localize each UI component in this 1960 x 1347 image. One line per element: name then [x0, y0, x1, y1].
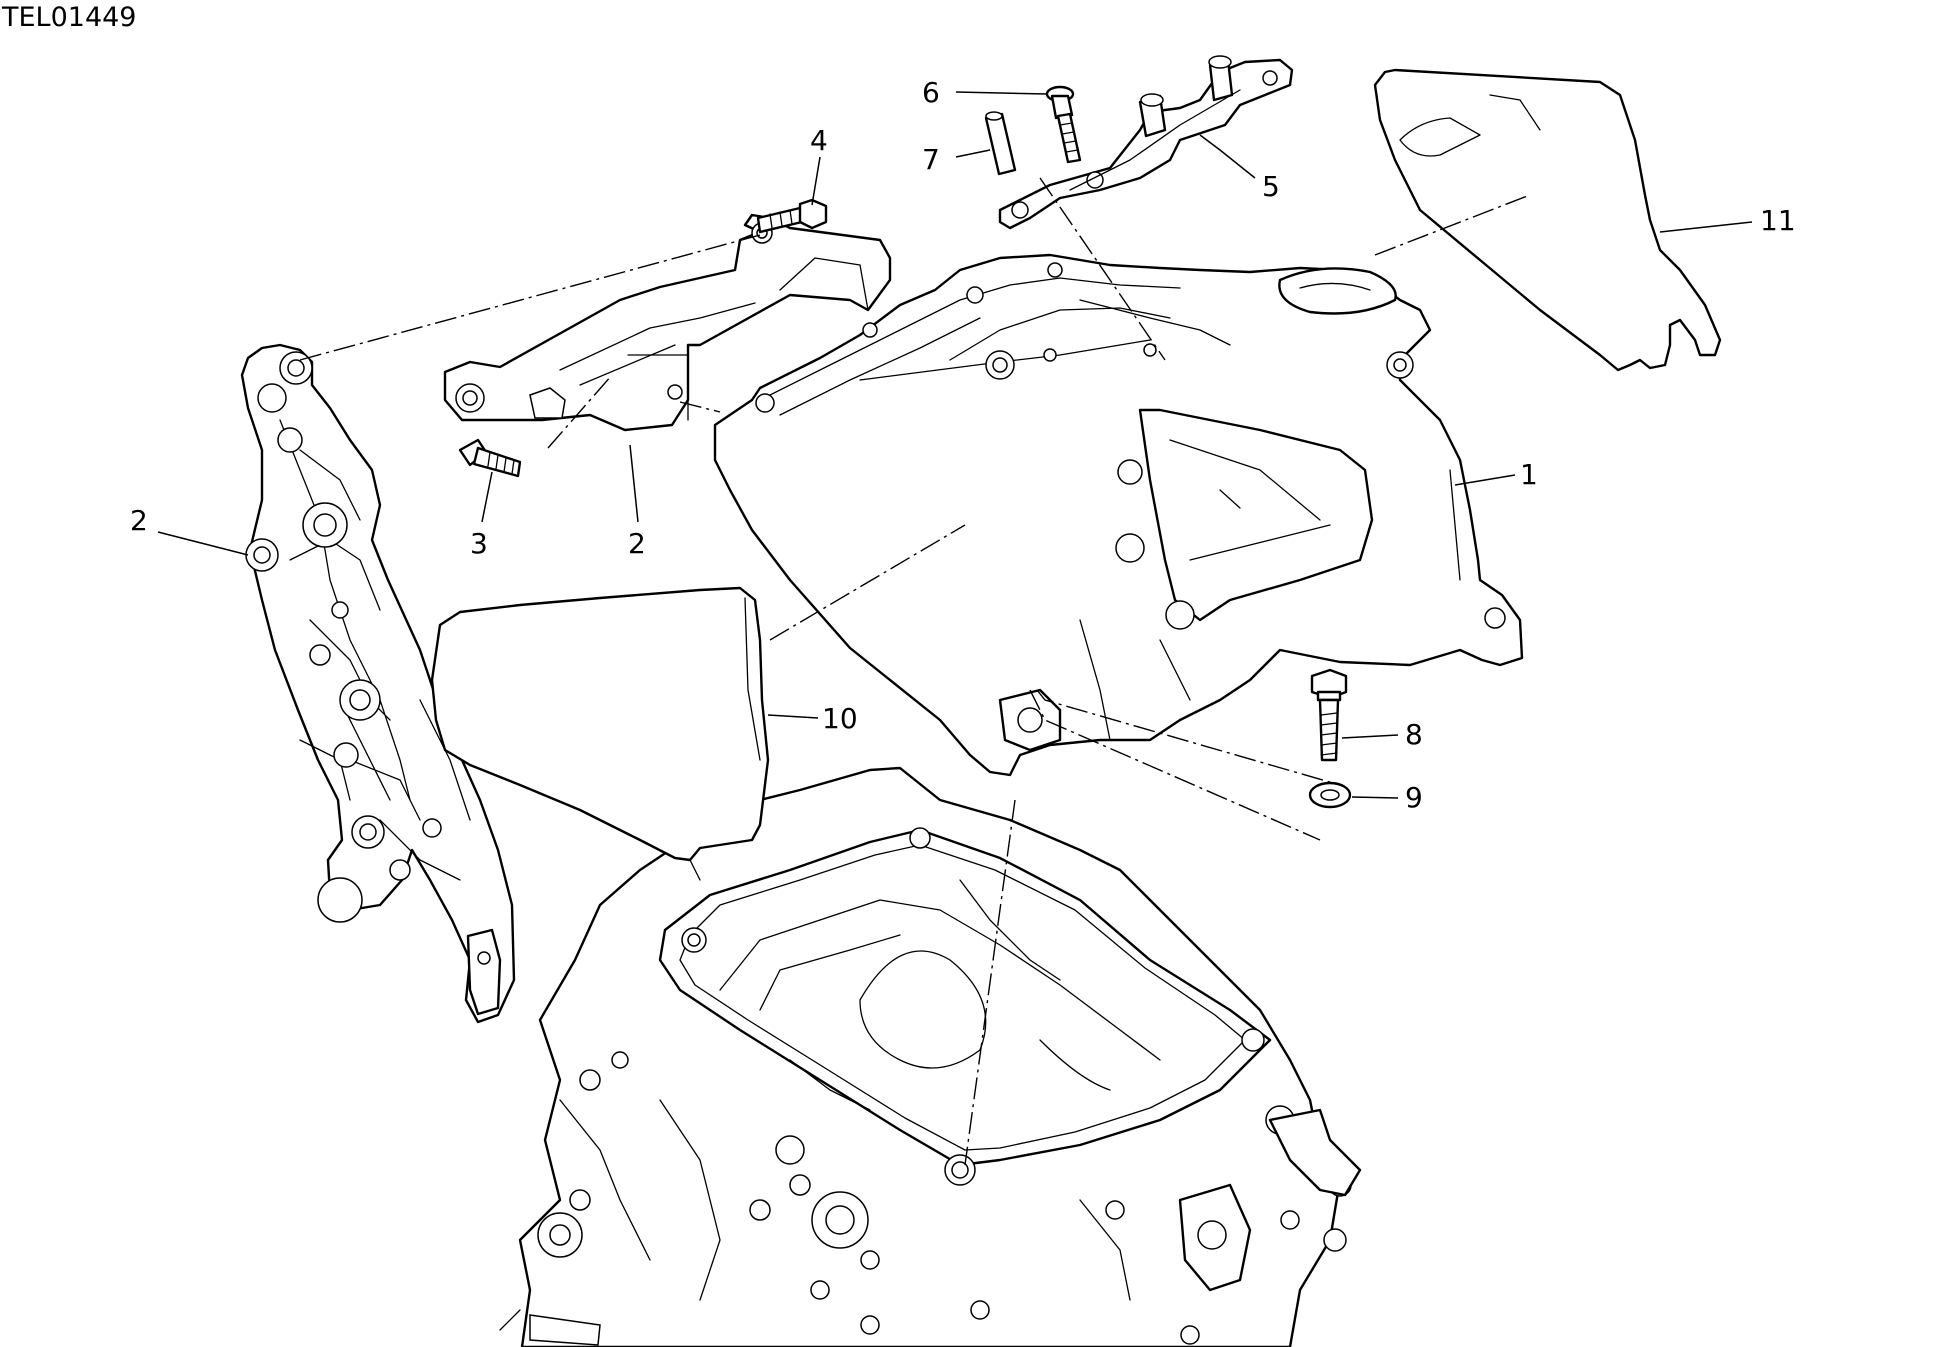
callout-10: 10 [822, 702, 858, 735]
bolt-8 [1310, 668, 1348, 762]
callout-6: 6 [922, 76, 940, 109]
cover-11 [1373, 68, 1722, 372]
bracket-5 [998, 55, 1294, 230]
main-frame [713, 253, 1524, 777]
callout-2-side-plate: 2 [130, 504, 148, 537]
engine-block [499, 766, 1362, 1347]
assembly-lines [299, 177, 1531, 1166]
callout-8: 8 [1405, 718, 1423, 751]
callout-labels: 1 2 2 3 4 5 6 7 8 9 10 11 [130, 76, 1796, 814]
callout-9: 9 [1405, 781, 1423, 814]
drawing-code: TEL01449 [1, 2, 137, 33]
screw-3 [458, 438, 522, 478]
callout-11: 11 [1760, 204, 1796, 237]
screw-6 [1045, 85, 1082, 164]
washer-9 [1308, 781, 1352, 809]
leader-lines [157, 91, 1753, 799]
cover-10 [430, 586, 770, 881]
callout-7: 7 [922, 143, 940, 176]
callout-1: 1 [1520, 458, 1538, 491]
screw-4 [756, 198, 828, 234]
side-frame-plate [240, 343, 516, 1024]
callout-4: 4 [810, 124, 828, 157]
callout-2-bracket: 2 [628, 527, 646, 560]
callout-5: 5 [1262, 170, 1280, 203]
upper-bracket [443, 213, 892, 432]
spacer-7 [984, 111, 1017, 176]
callout-3: 3 [470, 527, 488, 560]
